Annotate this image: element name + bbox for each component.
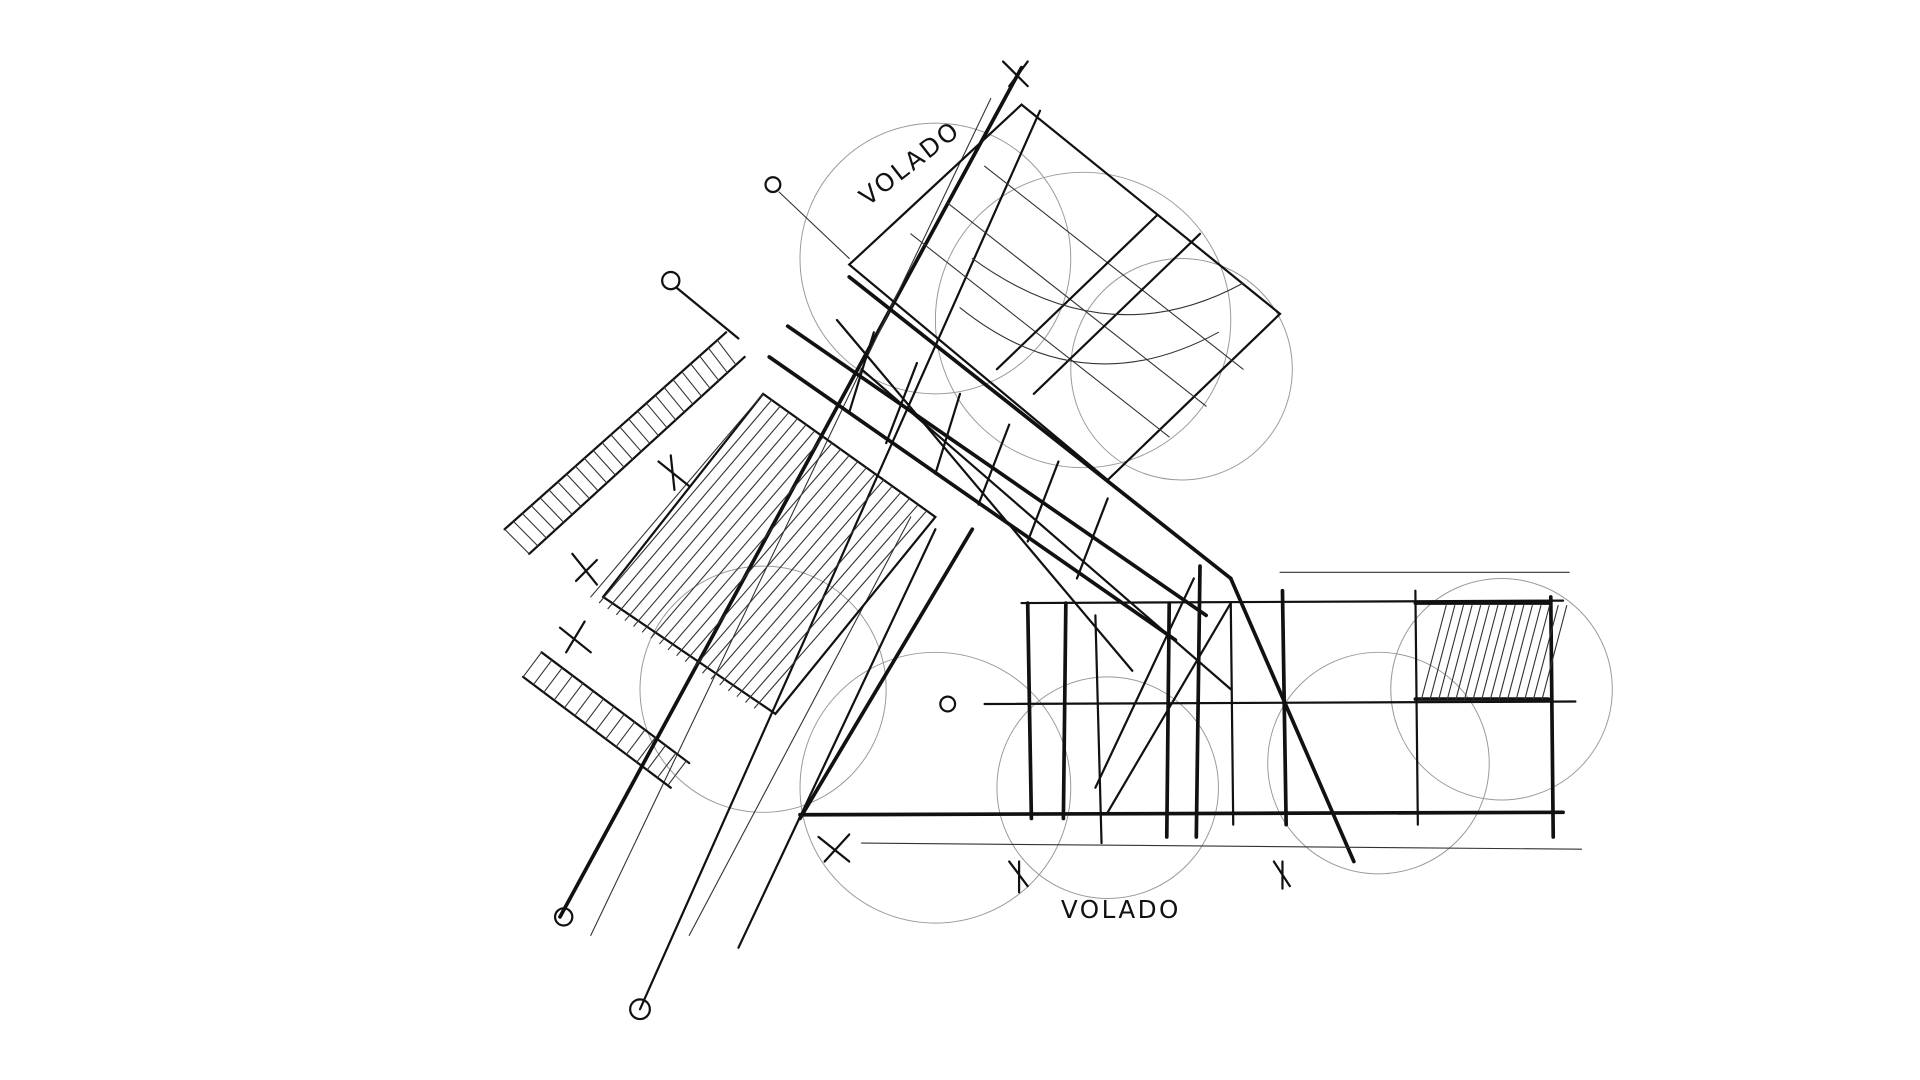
hatch-line <box>650 436 824 639</box>
hatch-line <box>625 729 646 756</box>
hatch-line <box>1524 604 1551 700</box>
hatch-line <box>610 434 634 460</box>
hatch-line <box>628 418 651 445</box>
hatch-line <box>590 393 764 598</box>
cross-band <box>767 275 1356 864</box>
hatch-line <box>646 744 667 771</box>
hatch-line <box>693 467 868 668</box>
hatch-line <box>583 457 608 484</box>
hatch-line <box>1472 604 1499 700</box>
hatch-line <box>645 402 668 429</box>
hatch-line <box>1438 604 1464 700</box>
hatch-line <box>563 682 584 709</box>
hatch-line <box>710 479 885 680</box>
hatch-line <box>504 528 530 555</box>
hatch-line <box>753 510 928 709</box>
hatch-line <box>592 449 616 476</box>
hatch-line <box>543 667 563 693</box>
hatch-line <box>684 460 859 662</box>
hatch-line <box>615 721 636 748</box>
hatch-line <box>654 394 677 421</box>
hatch-line <box>1489 604 1516 700</box>
upper-wing <box>847 103 1282 482</box>
hatch-line <box>598 399 773 604</box>
hatch-line <box>728 491 902 692</box>
hatch-line <box>1464 604 1490 700</box>
hatch-line <box>594 706 615 732</box>
hatch-line <box>532 659 553 686</box>
hatch-line <box>1532 604 1559 700</box>
hatch-line <box>667 760 687 787</box>
hatch-line <box>601 442 625 468</box>
hatch-line <box>521 512 548 539</box>
hatch-line <box>676 454 850 656</box>
hatch-line <box>745 504 919 703</box>
hatch-line <box>616 411 790 616</box>
hatch-line <box>619 426 642 452</box>
hatch-line <box>633 424 807 627</box>
hatch-line <box>636 737 656 763</box>
right-wing <box>798 564 1583 850</box>
hatch-line <box>1515 604 1542 700</box>
hatch-line <box>672 379 694 405</box>
dimension-ticks <box>558 60 1291 894</box>
outer-strips <box>503 331 746 789</box>
hatch-line <box>574 690 594 717</box>
hatch-line <box>1498 604 1525 700</box>
hatch-line <box>667 448 842 651</box>
hatch-line <box>539 497 565 523</box>
hatch-line <box>659 442 833 645</box>
hatched-left-block <box>590 392 937 716</box>
hatch-line <box>607 405 781 610</box>
hatch-line <box>1481 604 1508 700</box>
hatch-line <box>624 417 799 621</box>
construction-circles <box>639 122 1613 924</box>
hatch-line <box>690 363 711 389</box>
hatch-line <box>1446 604 1473 700</box>
hatch-line <box>716 339 737 366</box>
hatch-line <box>566 473 591 500</box>
hatch-line <box>663 386 685 413</box>
grid-bubbles <box>553 176 957 1021</box>
main-diagonal-axis <box>558 65 1042 1011</box>
hatch-line <box>702 473 876 674</box>
volado-label-top: VOLADO <box>854 115 966 212</box>
hatch-line <box>557 481 582 508</box>
hatch-line <box>605 713 625 740</box>
hatch-line <box>719 485 893 686</box>
hatch-line <box>522 651 543 678</box>
volado-label-bottom: VOLADO <box>1061 895 1181 924</box>
hatch-line <box>707 347 728 374</box>
hatch-line <box>1455 604 1482 700</box>
hatch-line <box>656 752 677 779</box>
hatch-line <box>584 698 605 724</box>
hatch-line <box>681 371 703 397</box>
hatch-line <box>736 497 911 697</box>
hatch-line <box>574 465 599 492</box>
hatch-line <box>636 410 660 437</box>
hatch-line <box>699 355 720 382</box>
hatch-line <box>1541 604 1568 700</box>
hatch-line <box>553 675 574 701</box>
hatch-line <box>1420 604 1447 700</box>
hatch-line <box>1507 604 1533 700</box>
hatch-line <box>1429 604 1456 700</box>
hatch-line <box>641 430 816 633</box>
hatch-line <box>512 520 539 547</box>
hatch-line <box>548 489 573 516</box>
hatch-line <box>530 505 556 531</box>
